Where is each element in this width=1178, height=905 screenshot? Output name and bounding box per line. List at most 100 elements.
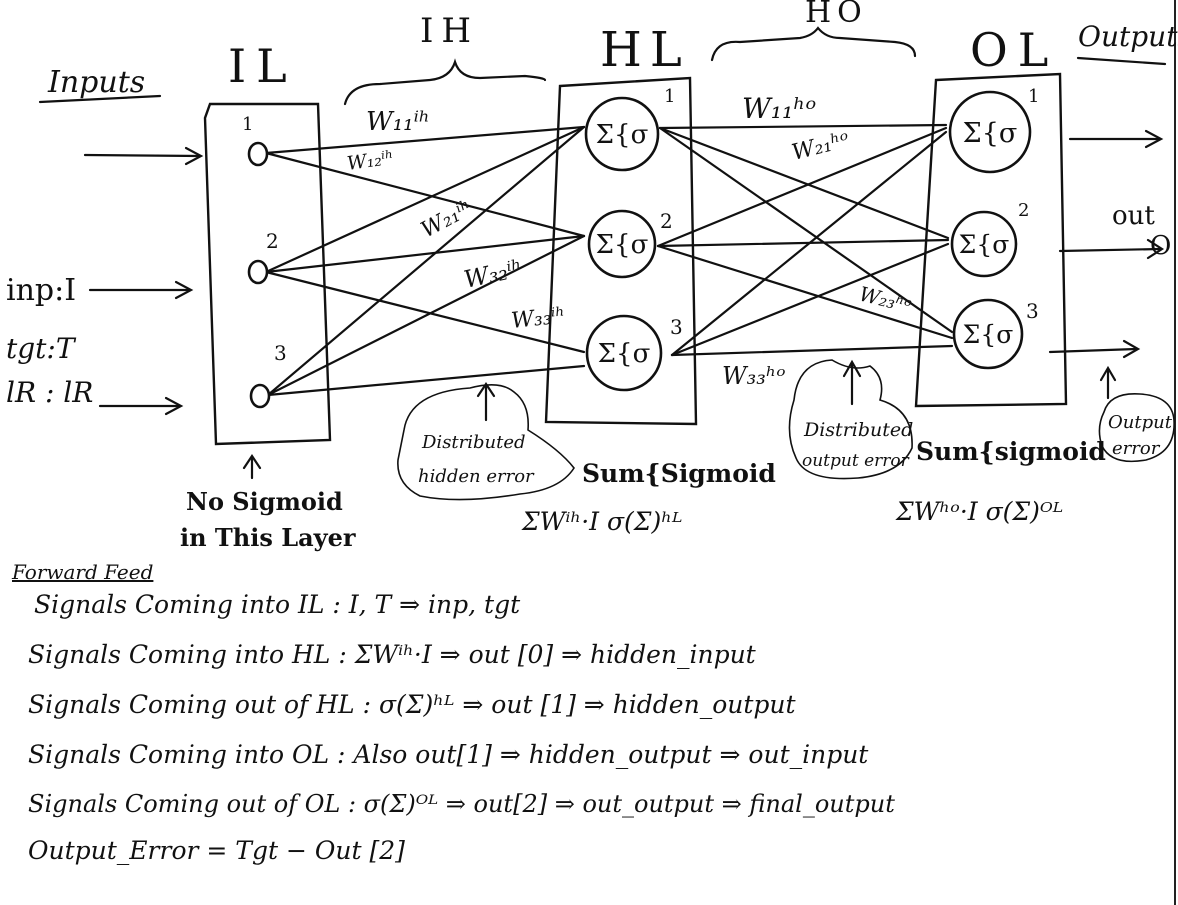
edge-i2-h3 xyxy=(264,270,586,354)
output-arrow-3-head xyxy=(1122,339,1141,359)
forward-feed-heading: Forward Feed xyxy=(12,560,154,584)
sum-sigmoid-output: Sum{sigmoid xyxy=(916,437,1106,466)
edge-h1-o3 xyxy=(658,126,954,334)
hidden-node-2: Σ{σ 2 xyxy=(587,209,673,279)
output-node-1-number: 1 xyxy=(1028,86,1039,107)
note-line-6: Output_Error = Tgt − Out [2] xyxy=(28,836,405,865)
output-error-label-1: Output xyxy=(1108,412,1173,433)
hl-header: HL xyxy=(600,22,690,78)
output-arrow-2-head xyxy=(1146,238,1165,260)
hidden-error-bubble xyxy=(397,384,575,501)
edge-i2-h2 xyxy=(264,234,586,274)
edge-h2-o1 xyxy=(656,126,948,248)
output-error-line-1: Distributed xyxy=(803,419,913,441)
note-line-1: Signals Coming into IL : I, T ⇒ inp, tgt xyxy=(34,590,521,619)
input-arrow-1-head xyxy=(184,146,204,166)
hidden-node-1: Σ{σ 1 xyxy=(584,86,675,172)
il-frame xyxy=(203,102,332,446)
output-arrow-3 xyxy=(1048,347,1138,354)
sum-formula-output: ΣWʰᵒ·I σ(Σ)ᴼᴸ xyxy=(895,497,1063,526)
note-line-5: Signals Coming out of OL : σ(Σ)ᴼᴸ ⇒ out[… xyxy=(28,790,895,818)
output-error-arrow-head xyxy=(842,359,862,378)
inputs-underline xyxy=(38,94,162,104)
edge-h2-o3 xyxy=(656,244,954,340)
hidden-node-2-symbol: Σ{σ xyxy=(596,230,649,260)
input-node-3-number: 3 xyxy=(274,341,287,365)
note-line-4: Signals Coming into OL : Also out[1] ⇒ h… xyxy=(28,740,869,769)
ho-edges xyxy=(656,123,954,357)
ho-brace xyxy=(710,26,917,62)
hidden-error-line-2: hidden error xyxy=(418,466,535,487)
output-node-3-circle xyxy=(952,298,1024,370)
output-node-2-circle xyxy=(950,210,1018,278)
out-symbol: O xyxy=(1150,231,1171,261)
weight-w33-ih: W₃₃ⁱʰ xyxy=(510,303,567,334)
no-sigmoid-line-2: in This Layer xyxy=(180,523,356,552)
hl-frame xyxy=(544,76,698,426)
hidden-node-1-circle xyxy=(584,96,660,172)
weight-w11-ho: W₁₁ʰᵒ xyxy=(742,92,816,125)
edge-i1-h1 xyxy=(264,125,586,155)
edge-h3-o3 xyxy=(670,344,954,357)
hidden-node-1-number: 1 xyxy=(664,86,675,107)
lr-label: lR : lR xyxy=(6,376,93,409)
tgt-label: tgt:T xyxy=(6,332,77,365)
input-node-2-number: 2 xyxy=(266,229,279,253)
output-node-3-symbol: Σ{σ xyxy=(963,320,1014,349)
output-node-3: Σ{σ 3 xyxy=(952,298,1039,370)
il-header: IL xyxy=(228,39,297,93)
output-arrow-1-head xyxy=(1144,129,1164,149)
inputs-header: Inputs xyxy=(47,65,145,100)
edge-i3-h2 xyxy=(266,234,586,397)
weight-w32-ih: W₃₂ⁱʰ xyxy=(461,254,525,294)
hidden-node-3: Σ{σ 3 xyxy=(585,314,683,392)
ih-edges xyxy=(264,125,586,397)
edge-i1-h2 xyxy=(264,151,586,238)
output-error-circle xyxy=(1098,393,1175,463)
input-arrow-2-head xyxy=(174,280,194,300)
weight-w21-ho: W₂₁ʰᵒ xyxy=(789,127,852,165)
output-error-line-2: output error xyxy=(802,451,910,471)
weight-w12-ih: W₁₂ⁱʰ xyxy=(346,147,395,175)
input-node-3 xyxy=(249,383,271,409)
input-arrow-1 xyxy=(83,153,202,158)
hidden-node-3-symbol: Σ{σ xyxy=(598,339,651,369)
weight-w21-ih: W₂₁ⁱʰ xyxy=(417,196,477,244)
output-node-1-circle xyxy=(948,90,1032,174)
hidden-node-2-number: 2 xyxy=(660,209,673,233)
inp-label: inp:I xyxy=(6,273,76,308)
edge-i3-h1 xyxy=(266,125,586,397)
output-node-1-symbol: Σ{σ xyxy=(963,118,1018,149)
output-node-2-number: 2 xyxy=(1018,200,1029,221)
weight-w23-ho: W₂₃ʰᵒ xyxy=(857,282,914,318)
edge-i2-h1 xyxy=(264,125,586,274)
ho-header: HO xyxy=(805,0,868,30)
out-label: out xyxy=(1112,201,1155,231)
edge-h3-o2 xyxy=(670,242,950,357)
edge-h2-o2 xyxy=(656,238,950,248)
ol-header: OL xyxy=(970,23,1058,77)
input-node-1 xyxy=(247,141,269,167)
ol-frame xyxy=(914,72,1068,408)
hidden-node-3-number: 3 xyxy=(670,315,683,339)
output-arrow-2 xyxy=(1058,247,1162,253)
input-node-1-number: 1 xyxy=(242,114,253,135)
hidden-node-2-circle xyxy=(587,209,657,279)
input-node-2 xyxy=(247,259,269,285)
no-sigmoid-line-1: No Sigmoid xyxy=(186,487,343,516)
ih-header: IH xyxy=(420,11,479,51)
weight-w11-ih: W₁₁ⁱʰ xyxy=(366,107,430,137)
hidden-error-line-1: Distributed xyxy=(421,432,526,453)
output-error-bubble xyxy=(788,359,913,480)
hidden-error-arrow-head xyxy=(476,382,496,398)
note-line-3: Signals Coming out of HL : σ(Σ)ʰᴸ ⇒ out … xyxy=(28,690,796,719)
edge-h3-o1 xyxy=(670,130,948,357)
outputs-header: Outputs xyxy=(1078,20,1178,53)
output-error-pointer-head xyxy=(1099,365,1117,382)
output-node-1: Σ{σ 1 xyxy=(948,86,1039,174)
edge-h1-o2 xyxy=(658,126,950,240)
output-node-2: Σ{σ 2 xyxy=(950,200,1029,278)
output-node-2-symbol: Σ{σ xyxy=(959,230,1010,259)
